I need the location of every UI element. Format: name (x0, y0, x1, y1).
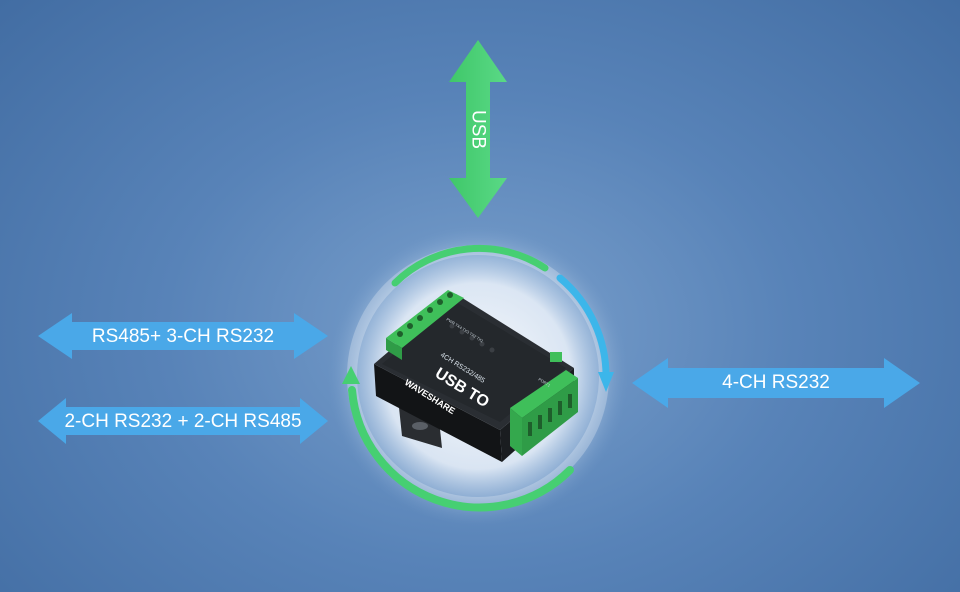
blue-arc-arrowhead (598, 372, 614, 392)
usb-port (550, 352, 562, 362)
usb-arrow-label: USB (467, 110, 489, 150)
usb-arrow (449, 40, 507, 218)
green-arc-arrowhead (342, 366, 360, 384)
green-arc-top (391, 244, 549, 287)
blue-arc-right (556, 274, 610, 384)
terminal-block-front (510, 370, 578, 418)
device-body-side (374, 364, 502, 462)
green-arc-bottom (348, 386, 574, 512)
device-port-label: PORT1 (537, 377, 552, 389)
left-bottom-arrow-label: 2-CH RS232 + 2-CH RS485 (64, 411, 302, 432)
left-top-arrow (38, 313, 328, 359)
left-bottom-arrow (38, 398, 328, 444)
right-arrow-label: 4-CH RS232 (722, 372, 830, 393)
left-top-arrow-label: RS485+ 3-CH RS232 (91, 326, 275, 347)
device-illustration: USB TO 4CH RS232/485 WAVESHARE PWR TX4 T… (374, 290, 578, 462)
terminal-block-back (386, 290, 464, 348)
right-arrow (632, 358, 920, 408)
